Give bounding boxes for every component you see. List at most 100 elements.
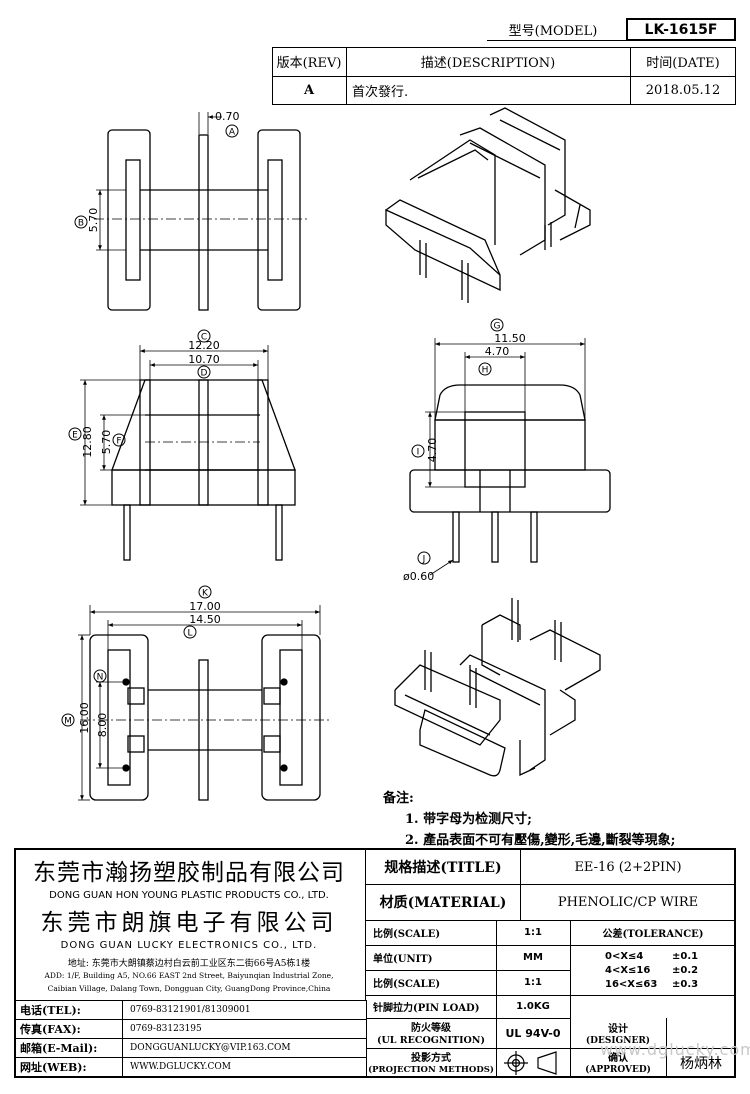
- dim-g: 11.50: [494, 332, 526, 345]
- contact-row3: [14, 1057, 366, 1058]
- company1-en: DONG GUAN HON YOUNG PLASTIC PRODUCTS CO.…: [49, 889, 329, 901]
- marker-e: E: [72, 431, 78, 441]
- marker-b: B: [78, 219, 84, 229]
- notes-title: 备注:: [383, 791, 414, 806]
- company2-cn: 东莞市朗旗电子有限公司: [40, 910, 338, 936]
- marker-d: D: [201, 369, 208, 379]
- title-label: 规格描述(TITLE): [384, 860, 502, 876]
- unit-label: 单位(UNIT): [373, 954, 433, 965]
- iso-view-1: [385, 107, 591, 303]
- company2-en: DONG GUAN LUCKY ELECTRONICS CO., LTD.: [60, 939, 318, 951]
- web-value: WWW.DGLUCKY.COM: [130, 1062, 232, 1072]
- date-label: 时间(DATE): [646, 56, 720, 71]
- fire-label-en: (UL RECOGNITION): [377, 1034, 485, 1046]
- watermark: www.dglucky.com: [600, 1040, 750, 1059]
- spec-row-material: [366, 920, 736, 921]
- contact-top: [14, 1000, 366, 1001]
- rev-value: A: [303, 83, 315, 98]
- scale-value: 1:1: [524, 927, 542, 938]
- mail-value: DONGGUANLUCKY@VIP.163.COM: [130, 1042, 291, 1053]
- tel-value: 0769-83121901/81309001: [130, 1004, 251, 1015]
- spec-grid-row2: [366, 970, 570, 971]
- tel-label: 电话(TEL):: [20, 1003, 81, 1017]
- spec-left-edge: [366, 1000, 367, 1078]
- material-value: PHENOLIC/CP WIRE: [557, 894, 699, 910]
- front-view: [80, 345, 296, 561]
- fax-value: 0769-83123195: [130, 1023, 202, 1034]
- tol2-range: 4<X≤16: [605, 964, 651, 976]
- marker-l: L: [187, 629, 192, 639]
- approved-label-cn: 确认: [608, 1053, 628, 1064]
- marker-f: F: [116, 437, 121, 447]
- material-label: 材质(MATERIAL): [379, 895, 507, 911]
- pin-load-value: 1.0KG: [516, 1001, 550, 1012]
- tolerance-label: 公差(TOLERANCE): [602, 929, 704, 940]
- desc-value: 首次發行.: [352, 85, 409, 100]
- dim-i: 4.70: [426, 438, 439, 463]
- rev-label: 版本(REV): [276, 56, 342, 71]
- side-view: [409, 338, 611, 576]
- model-underline: [487, 40, 627, 41]
- dim-k: 17.00: [189, 600, 221, 613]
- dim-j: ø0.60: [403, 570, 434, 583]
- revision-divider: [272, 76, 736, 77]
- marker-h: H: [482, 366, 489, 376]
- desc-label: 描述(DESCRIPTION): [420, 56, 556, 71]
- contact-row1: [14, 1019, 366, 1020]
- dim-m: 16.00: [78, 702, 91, 734]
- marker-n: N: [97, 673, 104, 683]
- marker-m: M: [64, 717, 72, 727]
- notes-line2: 2. 產品表面不可有壓傷,變形,毛邊,斷裂等現象;: [405, 833, 676, 848]
- contact-row2: [14, 1038, 366, 1039]
- pin-load-label: 针脚拉力(PIN LOAD): [373, 1003, 480, 1014]
- spec-grid-col2: [570, 920, 571, 1078]
- dim-l: 14.50: [189, 613, 221, 626]
- tol3-value: ±0.3: [672, 978, 699, 990]
- marker-g: G: [494, 322, 501, 332]
- title-block: [14, 848, 736, 1078]
- dim-n: 8.00: [96, 713, 109, 738]
- marker-k: K: [202, 589, 209, 599]
- company-address-en2: Caibian Village, Dalang Town, Dongguan C…: [47, 984, 331, 993]
- designer-label-en: (DESIGNER): [585, 1035, 651, 1046]
- iso-view-2: [394, 598, 601, 777]
- designer-label-cn: 设计: [608, 1024, 628, 1035]
- projection-label-cn: 投影方式: [411, 1052, 451, 1064]
- scale2-label: 比例(SCALE): [373, 979, 441, 990]
- tol1-value: ±0.1: [672, 950, 699, 962]
- projection-label-en: (PROJECTION METHODS): [368, 1065, 494, 1075]
- revision-col2: [630, 47, 631, 105]
- approved-signature: 杨炳林: [680, 1056, 722, 1072]
- notes-line1: 1. 带字母为检测尺寸;: [405, 812, 532, 827]
- mail-label: 邮箱(E-Mail):: [20, 1041, 98, 1055]
- model-value: LK-1615F: [644, 21, 718, 38]
- dim-b: 5.70: [87, 208, 100, 233]
- company-address-cn: 地址: 东莞市大朗镇蔡边村白云前工业区东二街66号A5栋1楼: [67, 958, 311, 969]
- approved-label-en: (APPROVED): [585, 1064, 651, 1075]
- model-box: [626, 18, 736, 41]
- spec-grid-row1: [366, 945, 736, 946]
- spec-grid-row5b: [570, 1048, 736, 1049]
- title-value: EE-16 (2+2PIN): [574, 859, 682, 875]
- scale-label: 比例(SCALE): [373, 929, 441, 940]
- fax-label: 传真(FAX):: [20, 1022, 81, 1036]
- fire-value: UL 94V-0: [505, 1026, 561, 1040]
- company1-cn: 东莞市瀚扬塑胶制品有限公司: [33, 860, 345, 886]
- model-label: 型号(MODEL): [508, 23, 598, 39]
- marker-i: I: [417, 448, 420, 458]
- revision-col1: [346, 47, 347, 105]
- dim-h: 4.70: [485, 345, 510, 358]
- spec-grid-row3: [366, 995, 736, 996]
- spec-col-top: [520, 848, 521, 920]
- top-view-1: [94, 112, 310, 311]
- marker-c: C: [201, 333, 207, 343]
- scale2-value: 1:1: [524, 977, 542, 988]
- dim-f: 5.70: [100, 430, 113, 455]
- contact-col: [122, 1000, 123, 1078]
- marker-j: J: [422, 555, 426, 565]
- tol1-range: 0<X≤4: [605, 950, 644, 962]
- marker-a: A: [229, 128, 236, 138]
- spec-grid-col1: [496, 920, 497, 1078]
- dim-a: 0.70: [215, 110, 240, 123]
